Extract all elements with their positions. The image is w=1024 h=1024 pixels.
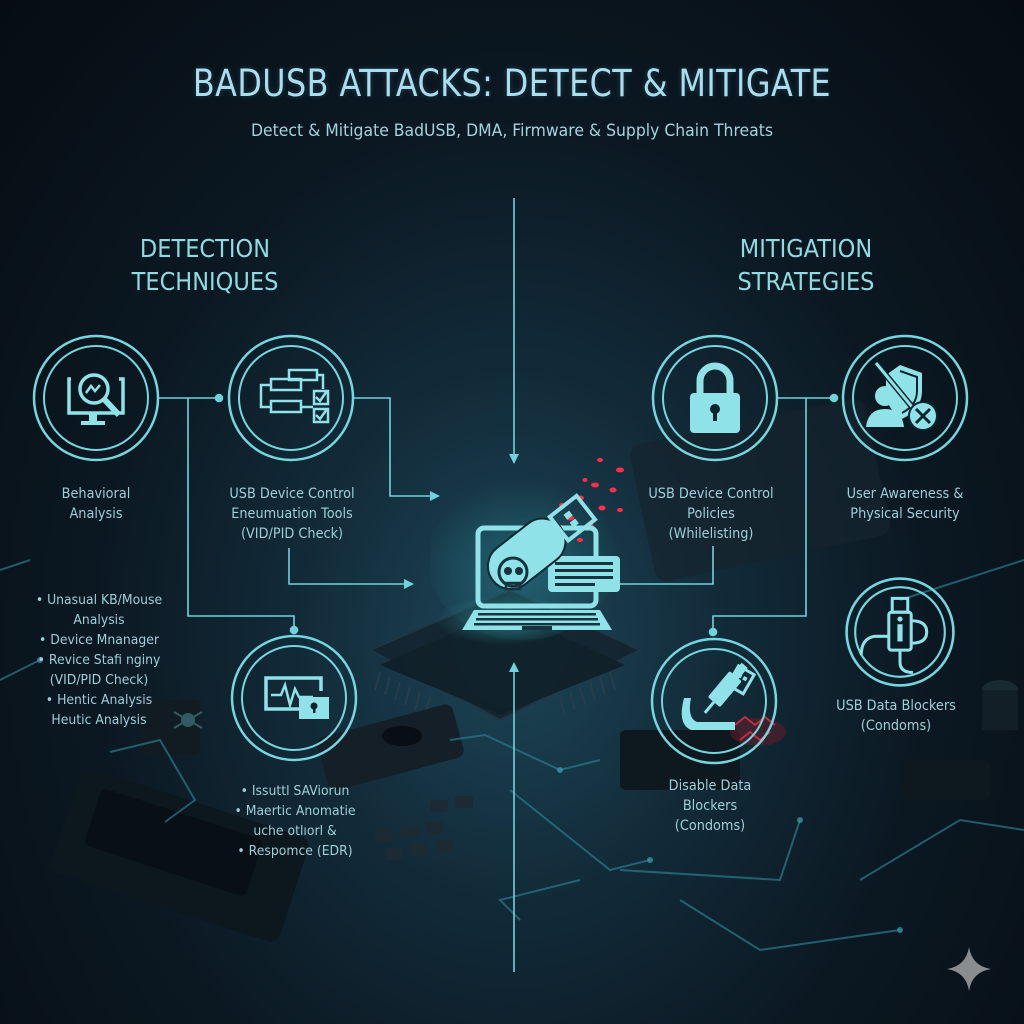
list-item: • Issuttl SAViorun — [240, 783, 350, 799]
monitor-magnifier-icon — [32, 334, 160, 462]
list-item: (VID/PID Check) — [49, 672, 149, 688]
detection-heading-line1: DETECTION — [139, 234, 271, 263]
user-shield-blocked-icon — [841, 334, 969, 462]
list-item: • Maertic Anomatie — [234, 803, 356, 819]
monitor-heartbeat-lock-icon — [230, 634, 358, 762]
laptop-malicious-usb-skull-icon — [430, 458, 624, 640]
padlock-icon — [651, 334, 779, 462]
detection-heading-line2: TECHNIQUES — [131, 267, 279, 296]
usb-data-blocker-icon — [845, 577, 955, 687]
list-item: Analysis — [73, 612, 125, 628]
mitigation-heading: MITIGATION STRATEGIES — [689, 232, 923, 298]
mitigation-heading-line2: STRATEGIES — [737, 267, 875, 296]
usb-data-blockers-label: USB Data Blockers (Condoms) — [836, 698, 956, 734]
list-item: • Respomce (EDR) — [237, 843, 353, 859]
list-item: • Unasual KB/Mouse — [35, 592, 163, 608]
mitigation-heading-line1: MITIGATION — [739, 234, 873, 263]
behavioral-analysis-label: Behavioral Analysis — [61, 486, 131, 522]
detection-heading: DETECTION TECHNIQUES — [88, 232, 322, 298]
flowchart-checklist-icon — [227, 334, 355, 462]
list-item: uche otlıorl & — [253, 823, 337, 839]
sparkle-icon — [947, 947, 991, 991]
list-item: • Revice Stafi nginy — [37, 652, 161, 668]
detection-bullet-list: • Unasual KB/Mouse Analysis • Device Mna… — [2, 590, 195, 730]
edr-bullet-list: • Issuttl SAViorun • Maertic Anomatie uc… — [198, 781, 391, 861]
page-title: BADUSB ATTACKS: DETECT & MITIGATE — [192, 62, 832, 105]
list-item: • Device Mnanager — [38, 632, 160, 648]
user-awareness-label: User Awareness & Physical Security — [846, 486, 964, 522]
usb-device-control-policies-label: USB Device Control Policies (Whilelistin… — [648, 486, 774, 542]
disable-data-blockers-label: Disable Data Blockers (Condoms) — [668, 778, 752, 834]
list-item: Heutic Analysis — [51, 712, 147, 728]
list-item: • Hentic Analysis — [45, 692, 153, 708]
usb-enumeration-tools-label: USB Device Control Eneumuation Tools (VI… — [229, 486, 355, 542]
page-subtitle: Detect & Mitigate BadUSB, DMA, Firmware … — [250, 121, 774, 141]
usb-plug-disable-icon — [650, 637, 778, 765]
